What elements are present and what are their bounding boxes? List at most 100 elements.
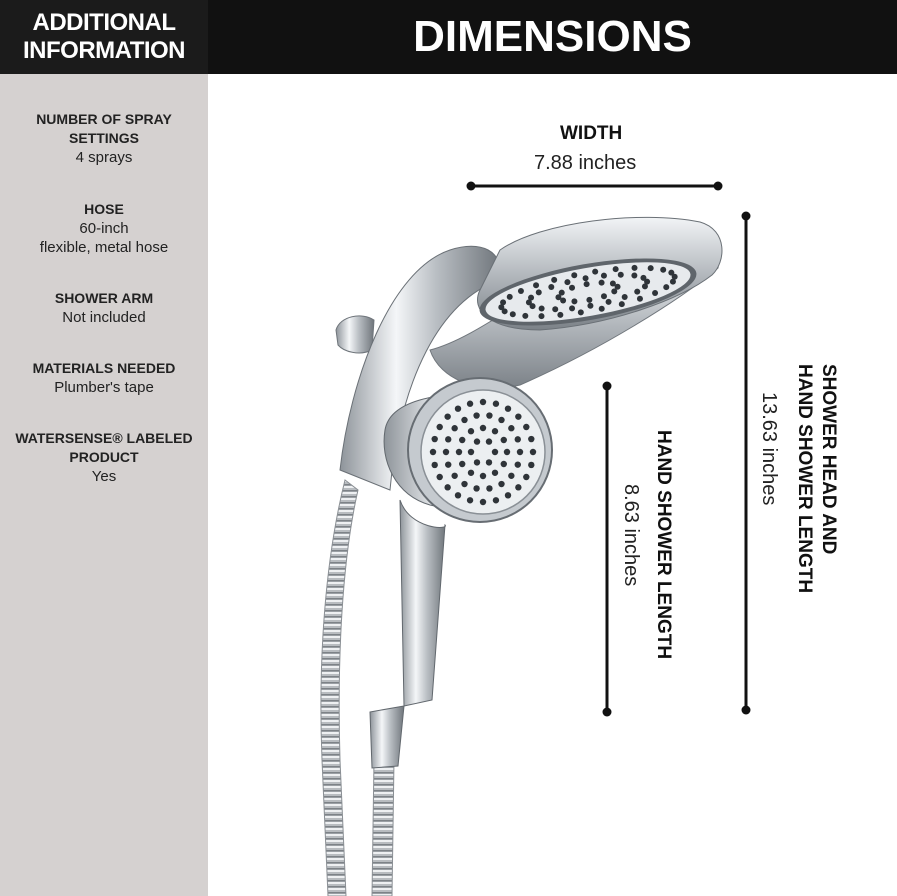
spray-nozzle: [459, 436, 466, 444]
spray-nozzle: [529, 448, 537, 456]
spray-nozzle: [485, 459, 493, 466]
sidebar-header-line1: ADDITIONAL: [32, 9, 176, 36]
hose: [320, 479, 395, 896]
dimension-end-dot: [602, 381, 612, 391]
spray-nozzle: [647, 265, 654, 272]
spray-nozzle: [652, 289, 659, 296]
spray-nozzle: [522, 312, 529, 319]
spray-nozzle: [636, 295, 643, 302]
spray-nozzle: [555, 294, 562, 301]
spray-nozzle: [514, 461, 521, 468]
spray-nozzle: [631, 264, 638, 271]
spray-nozzle: [557, 311, 564, 318]
spray-nozzle: [641, 283, 648, 290]
spray-nozzle: [560, 297, 567, 304]
spray-nozzle: [444, 413, 451, 420]
spray-nozzle: [523, 423, 530, 431]
total-length-value: 13.63 inches: [758, 392, 780, 506]
spray-nozzle: [671, 273, 678, 280]
spray-nozzle: [571, 298, 578, 305]
spray-nozzle: [535, 289, 542, 296]
info-title: HOSE: [84, 201, 124, 217]
spray-nozzle: [498, 480, 505, 488]
spray-nozzle: [571, 272, 578, 279]
total-length-label-line2: HAND SHOWER LENGTH: [794, 364, 815, 594]
width-label: WIDTH: [560, 123, 623, 144]
spray-nozzle: [479, 498, 487, 506]
info-title: NUMBER OF SPRAY: [36, 111, 172, 127]
spray-nozzle: [473, 438, 481, 445]
info-hose: HOSE 60-inch flexible, metal hose: [0, 200, 208, 257]
info-value: 4 sprays: [75, 149, 133, 166]
spray-nozzle: [479, 398, 487, 406]
info-watersense: WATERSENSE® LABELED PRODUCT Yes: [0, 429, 208, 486]
spray-nozzle: [634, 288, 641, 295]
spray-nozzle: [461, 480, 468, 488]
info-value: 60-inch: [79, 220, 129, 237]
spray-nozzle: [455, 448, 463, 456]
dimension-end-dot: [741, 211, 751, 221]
info-value: Not included: [62, 309, 146, 326]
spray-nozzle: [486, 485, 493, 492]
spray-nozzle: [467, 469, 475, 476]
spray-nozzle: [611, 288, 618, 295]
spray-nozzle: [454, 492, 462, 499]
spray-nozzle: [552, 306, 559, 313]
spray-nozzle: [473, 459, 481, 466]
info-title: SHOWER ARM: [54, 290, 154, 306]
spray-nozzle: [429, 448, 437, 456]
spray-nozzle: [466, 497, 474, 504]
spray-nozzle: [501, 308, 508, 315]
spray-nozzle: [631, 272, 638, 279]
spray-nozzle: [528, 294, 535, 301]
spray-nozzle: [431, 435, 438, 443]
info-title: PRODUCT: [69, 449, 139, 465]
spray-nozzle: [548, 283, 555, 290]
spray-nozzle: [491, 469, 499, 476]
page-title: DIMENSIONS: [208, 0, 897, 74]
spray-nozzle: [514, 436, 521, 443]
spray-nozzle: [577, 309, 584, 316]
spray-nozzle: [504, 405, 512, 412]
spray-nozzle: [479, 472, 487, 480]
spray-nozzle: [459, 460, 466, 468]
shower-head: [477, 216, 723, 331]
spray-nozzle: [498, 304, 505, 311]
spray-nozzle: [515, 413, 522, 420]
spray-nozzle: [525, 299, 532, 306]
spray-nozzle: [516, 448, 524, 456]
spray-nozzle: [660, 266, 667, 273]
sidebar-header-line2: INFORMATION: [22, 37, 186, 64]
dimension-end-dot: [466, 181, 476, 191]
spray-nozzle: [517, 288, 524, 295]
info-title: WATERSENSE® LABELED: [15, 430, 193, 446]
spray-nozzle: [491, 448, 499, 456]
spray-nozzle: [663, 284, 670, 291]
spray-nozzle: [492, 497, 500, 504]
spray-nozzle: [528, 435, 535, 443]
spray-nozzle: [508, 472, 515, 479]
spray-nozzle: [451, 472, 458, 479]
spray-nozzle: [609, 280, 616, 287]
spray-nozzle: [454, 405, 462, 412]
total-length-label-line1: SHOWER HEAD AND: [818, 364, 839, 555]
spray-nozzle: [582, 275, 589, 282]
spray-nozzle: [503, 448, 511, 456]
info-materials-needed: MATERIALS NEEDED Plumber's tape: [0, 359, 208, 397]
spray-nozzle: [485, 438, 493, 445]
spray-nozzle: [500, 299, 507, 306]
spray-nozzle: [515, 484, 522, 491]
spray-nozzle: [431, 461, 438, 469]
spray-nozzle: [436, 473, 443, 481]
spray-nozzle: [583, 281, 590, 288]
spray-nozzle: [466, 400, 474, 407]
info-value: Yes: [91, 468, 117, 485]
spray-nozzle: [461, 416, 468, 424]
spray-nozzle: [445, 436, 452, 443]
spray-nozzle: [436, 423, 443, 431]
sidebar-header: ADDITIONAL INFORMATION: [0, 0, 208, 74]
spray-nozzle: [444, 484, 451, 491]
spray-nozzle: [587, 302, 594, 309]
spray-nozzle: [618, 301, 625, 308]
spray-nozzle: [551, 276, 558, 283]
